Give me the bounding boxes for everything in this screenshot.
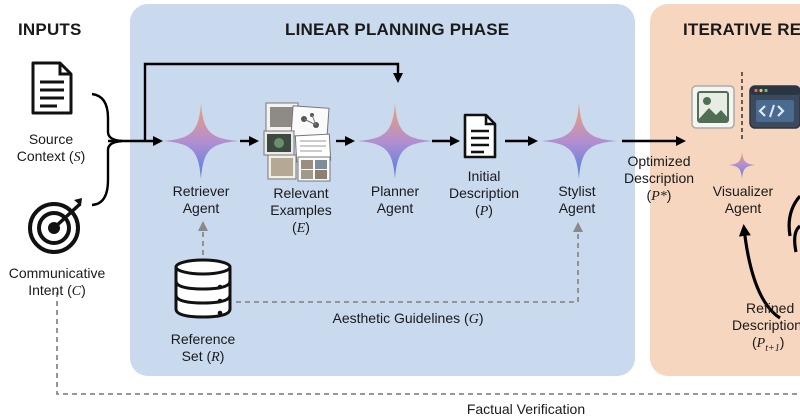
image-stack-icon [263, 102, 332, 182]
stylist-sparkle-icon [541, 103, 617, 179]
initial-description-label: Initial Description (P) [448, 168, 520, 219]
source-brace [91, 92, 123, 143]
retriever-agent-label: Retriever Agent [172, 183, 230, 216]
aesthetic-guidelines-label: Aesthetic Guidelines (G) [300, 310, 516, 328]
communicative-intent-label: Communicative Intent (C) [8, 265, 106, 299]
bypass-to-planner-arrow [143, 62, 403, 141]
document-icon [31, 61, 73, 115]
visualizer-agent-label: Visualizer Agent [712, 183, 774, 216]
planner-agent-label: Planner Agent [370, 183, 420, 216]
visualizer-sparkle-icon [728, 151, 756, 179]
target-icon [28, 198, 82, 254]
intent-brace [91, 139, 123, 207]
retriever-sparkle-icon [163, 103, 239, 179]
linear-phase-header: LINEAR PLANNING PHASE [285, 20, 510, 39]
database-icon [174, 258, 232, 319]
loop-edge-arc-1 [787, 194, 800, 237]
refined-description-label: Refined Description (Pt+1) [732, 300, 800, 354]
guidelines-to-stylist-dashed [236, 222, 583, 303]
image-icon [691, 85, 735, 129]
stylist-agent-label: Stylist Agent [558, 183, 596, 216]
code-window-icon [749, 85, 800, 129]
description-document-icon [463, 113, 497, 159]
iterative-phase-header: ITERATIVE REF [683, 20, 800, 39]
source-context-label: Source Context (S) [16, 131, 86, 165]
optimized-description-label: Optimized Description (P*) [623, 153, 695, 204]
reference-set-label: Reference Set (R) [170, 331, 236, 365]
planner-sparkle-icon [357, 103, 433, 179]
refinement-loop-arrow [738, 224, 781, 320]
factual-verification-dashed [56, 292, 800, 395]
factual-verification-label: Factual Verification [446, 401, 606, 418]
relevant-examples-label: Relevant Examples (E) [270, 185, 332, 236]
loop-edge-arc-2 [793, 224, 800, 253]
inputs-header: INPUTS [18, 20, 82, 39]
